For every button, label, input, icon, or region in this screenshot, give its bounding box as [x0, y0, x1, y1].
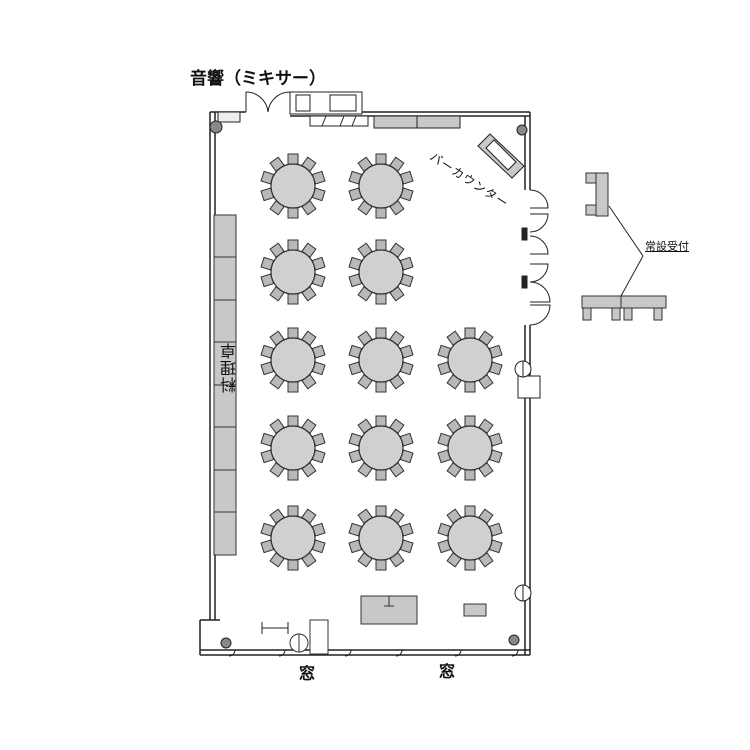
chair — [287, 153, 299, 165]
round-table — [348, 239, 414, 305]
round-table — [260, 505, 326, 571]
chair — [464, 505, 476, 517]
speaker-icons — [209, 120, 528, 649]
chair — [375, 559, 387, 571]
round-table — [437, 505, 503, 571]
chair — [375, 207, 387, 219]
table-top — [270, 337, 316, 383]
buffet-table-label: 料理卓 — [220, 342, 239, 393]
chair — [287, 381, 299, 393]
table-top — [358, 163, 404, 209]
chair — [464, 469, 476, 481]
table-top — [270, 249, 316, 295]
round-table — [260, 415, 326, 481]
round-tables — [260, 153, 503, 571]
window-label-1: 窓 — [299, 664, 316, 683]
window-markers — [228, 649, 519, 657]
reception-desks — [581, 172, 667, 321]
round-table — [437, 415, 503, 481]
table-top — [358, 515, 404, 561]
chair — [287, 207, 299, 219]
reception-label: 常設受付 — [645, 240, 689, 253]
table-top — [447, 337, 493, 383]
table-top — [358, 337, 404, 383]
chair — [287, 415, 299, 427]
chair — [375, 293, 387, 305]
round-table — [348, 327, 414, 393]
chair — [375, 153, 387, 165]
round-table — [348, 505, 414, 571]
chair — [375, 469, 387, 481]
buffet-table-shape — [213, 214, 237, 556]
chair — [375, 239, 387, 251]
chair — [464, 381, 476, 393]
chair — [287, 239, 299, 251]
chair — [287, 327, 299, 339]
pillars — [514, 360, 541, 602]
round-table — [348, 153, 414, 219]
table-top — [270, 515, 316, 561]
round-table — [260, 153, 326, 219]
entrance-doors — [217, 91, 291, 123]
chair — [464, 559, 476, 571]
chair — [287, 469, 299, 481]
chair — [464, 415, 476, 427]
bottom-furniture — [261, 595, 487, 655]
chair — [375, 505, 387, 517]
chair — [375, 381, 387, 393]
chair — [287, 505, 299, 517]
round-table — [348, 415, 414, 481]
round-table — [260, 327, 326, 393]
top-cabinets — [289, 91, 461, 129]
chair — [375, 327, 387, 339]
table-top — [358, 249, 404, 295]
chair — [287, 293, 299, 305]
chair — [287, 559, 299, 571]
table-top — [447, 515, 493, 561]
window-label-2: 窓 — [439, 662, 456, 681]
sound-mixer-label: 音響（ミキサー） — [190, 69, 326, 89]
round-table — [260, 239, 326, 305]
chair — [464, 327, 476, 339]
round-table — [437, 327, 503, 393]
chair — [375, 415, 387, 427]
table-top — [270, 425, 316, 471]
table-top — [358, 425, 404, 471]
table-top — [447, 425, 493, 471]
bar-counter-shape — [477, 133, 525, 179]
side-doors — [521, 189, 551, 326]
table-top — [270, 163, 316, 209]
